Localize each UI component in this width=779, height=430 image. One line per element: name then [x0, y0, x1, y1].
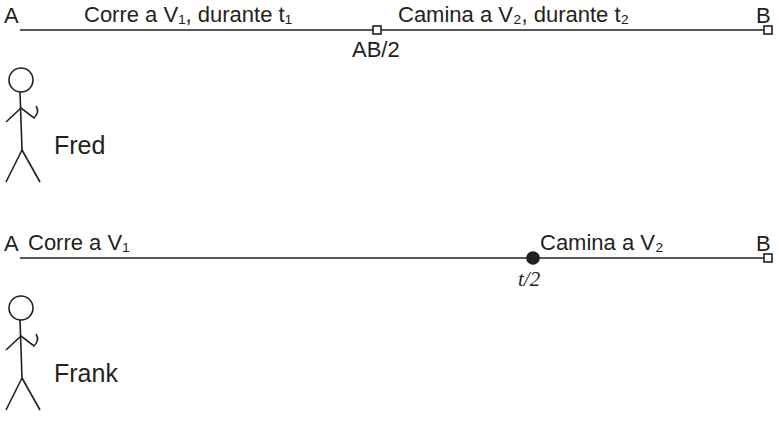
label: Camina a V₂	[540, 231, 663, 255]
label: A	[4, 232, 19, 256]
label: AB/2	[352, 38, 400, 62]
midpoint-marker	[373, 26, 381, 34]
track-line	[20, 29, 764, 31]
label: Corre a V₁	[28, 231, 130, 255]
stick-figure	[6, 68, 40, 182]
stick-figure	[6, 296, 40, 410]
label: Camina a V₂, durante t₂	[398, 3, 629, 27]
label: B	[756, 232, 771, 256]
label: A	[4, 4, 19, 28]
label: t/2	[518, 268, 540, 291]
half-time-dot	[527, 252, 539, 264]
label: Corre a V₁, durante t₁	[84, 3, 292, 27]
label: B	[756, 4, 771, 28]
label: Fred	[54, 132, 105, 160]
label: Frank	[54, 360, 118, 388]
track-line	[20, 257, 764, 259]
